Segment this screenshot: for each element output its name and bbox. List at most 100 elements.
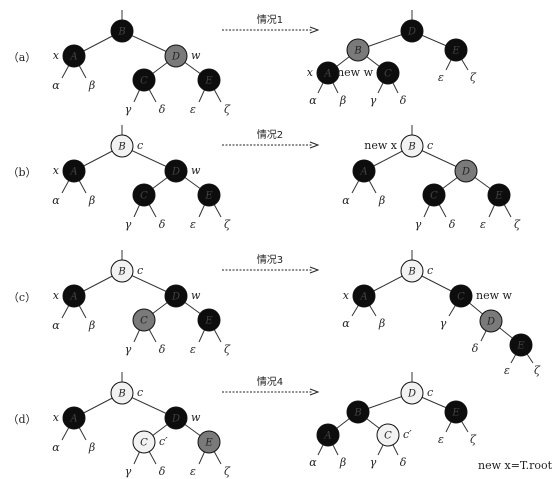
node-circle [62, 44, 86, 68]
node-label: B [407, 267, 415, 278]
node-label: A [69, 167, 77, 178]
arrow-head [309, 266, 320, 274]
subtree-label: α [342, 194, 350, 207]
subtree-label: γ [125, 103, 132, 116]
subtree-label: α [309, 94, 317, 107]
node-circle [132, 68, 156, 92]
node-label: A [323, 69, 331, 80]
node-annotation: c [137, 386, 143, 399]
node-circle [454, 159, 478, 183]
node-circle [400, 134, 424, 158]
subtree-label: α [52, 194, 60, 207]
node-label: C [140, 191, 148, 202]
node-label: A [359, 292, 367, 303]
subtree-label: ε [504, 364, 510, 377]
node-label: B [117, 142, 125, 153]
node-annotation: c [427, 264, 433, 277]
transition-label: 情况1 [257, 13, 283, 26]
tree-node-c: C [449, 284, 473, 308]
transition-label: 情况3 [257, 253, 283, 266]
tree-node-a: A [62, 44, 86, 68]
node-label: D [171, 167, 180, 178]
node-circle [316, 61, 340, 85]
tree-node-d: D [479, 309, 503, 333]
subtree-label: α [342, 317, 350, 330]
subtree-label: ε [190, 103, 196, 116]
tree-node-b: B [400, 259, 424, 283]
subtree-label: ζ [470, 71, 477, 84]
subtree-label: γ [370, 94, 377, 107]
node-circle [352, 159, 376, 183]
case-label-b: （b） [7, 166, 36, 179]
node-label: A [323, 431, 331, 442]
node-circle [164, 284, 188, 308]
tree-node-e: E [197, 183, 221, 207]
node-label: E [204, 191, 213, 202]
subtree-label: δ [159, 218, 166, 231]
subtree-label: α [52, 319, 60, 332]
node-label: C [140, 76, 148, 87]
tree-node-a: A [316, 423, 340, 447]
node-circle [62, 284, 86, 308]
tree-node-c: C [132, 183, 156, 207]
node-circle [164, 406, 188, 430]
tree-node-a: A [352, 284, 376, 308]
node-circle [400, 381, 424, 405]
node-annotation: w [191, 164, 201, 177]
subtree-label: ε [438, 433, 444, 446]
node-annotation: new w [476, 289, 513, 302]
node-label: B [117, 389, 125, 400]
subtree-label: δ [449, 218, 456, 231]
node-circle [346, 38, 370, 62]
node-label: C [140, 438, 148, 449]
subtree-label: δ [472, 342, 479, 355]
subtree-label: ζ [224, 465, 231, 478]
node-circle [449, 284, 473, 308]
node-circle [197, 430, 221, 454]
node-label: D [407, 27, 416, 38]
node-label: E [516, 341, 525, 352]
node-circle [132, 308, 156, 332]
tree-node-e: E [197, 308, 221, 332]
node-annotation: c [427, 139, 433, 152]
subtree-label: γ [125, 343, 132, 356]
subtree-label: γ [125, 465, 132, 478]
subtree-label: β [339, 94, 346, 107]
subtree-label: γ [125, 218, 132, 231]
node-circle [487, 183, 511, 207]
node-circle [62, 159, 86, 183]
tree-node-a: A [62, 406, 86, 430]
node-circle [197, 183, 221, 207]
node-circle [479, 309, 503, 333]
tree-node-e: E [197, 68, 221, 92]
node-label: E [204, 316, 213, 327]
subtree-label: ε [480, 218, 486, 231]
node-label: C [384, 431, 392, 442]
tree-node-c: C [376, 61, 400, 85]
tree-node-d: D [454, 159, 478, 183]
case-label-d: （d） [7, 413, 36, 426]
subtree-label: β [339, 456, 346, 469]
transition-label: 情况2 [257, 128, 283, 141]
node-circle [352, 284, 376, 308]
tree-node-c: C [132, 430, 156, 454]
node-label: D [407, 389, 416, 400]
tree-node-a: A [352, 159, 376, 183]
node-circle [110, 259, 134, 283]
subtree-label: α [309, 456, 317, 469]
node-annotation: c [427, 386, 433, 399]
node-label: E [204, 438, 213, 449]
subtree-label: δ [159, 343, 166, 356]
node-circle [444, 400, 468, 424]
node-circle [62, 406, 86, 430]
node-annotation: x [53, 49, 60, 62]
tree-node-a: A [62, 284, 86, 308]
node-label: E [451, 46, 460, 57]
tree-node-e: E [197, 430, 221, 454]
tree-node-c: C [422, 183, 446, 207]
case-label-c: （c） [8, 291, 36, 304]
tree-node-b: B [346, 400, 370, 424]
node-circle [509, 333, 533, 357]
node-annotation: new x [364, 139, 398, 152]
tree-node-c: C [376, 423, 400, 447]
